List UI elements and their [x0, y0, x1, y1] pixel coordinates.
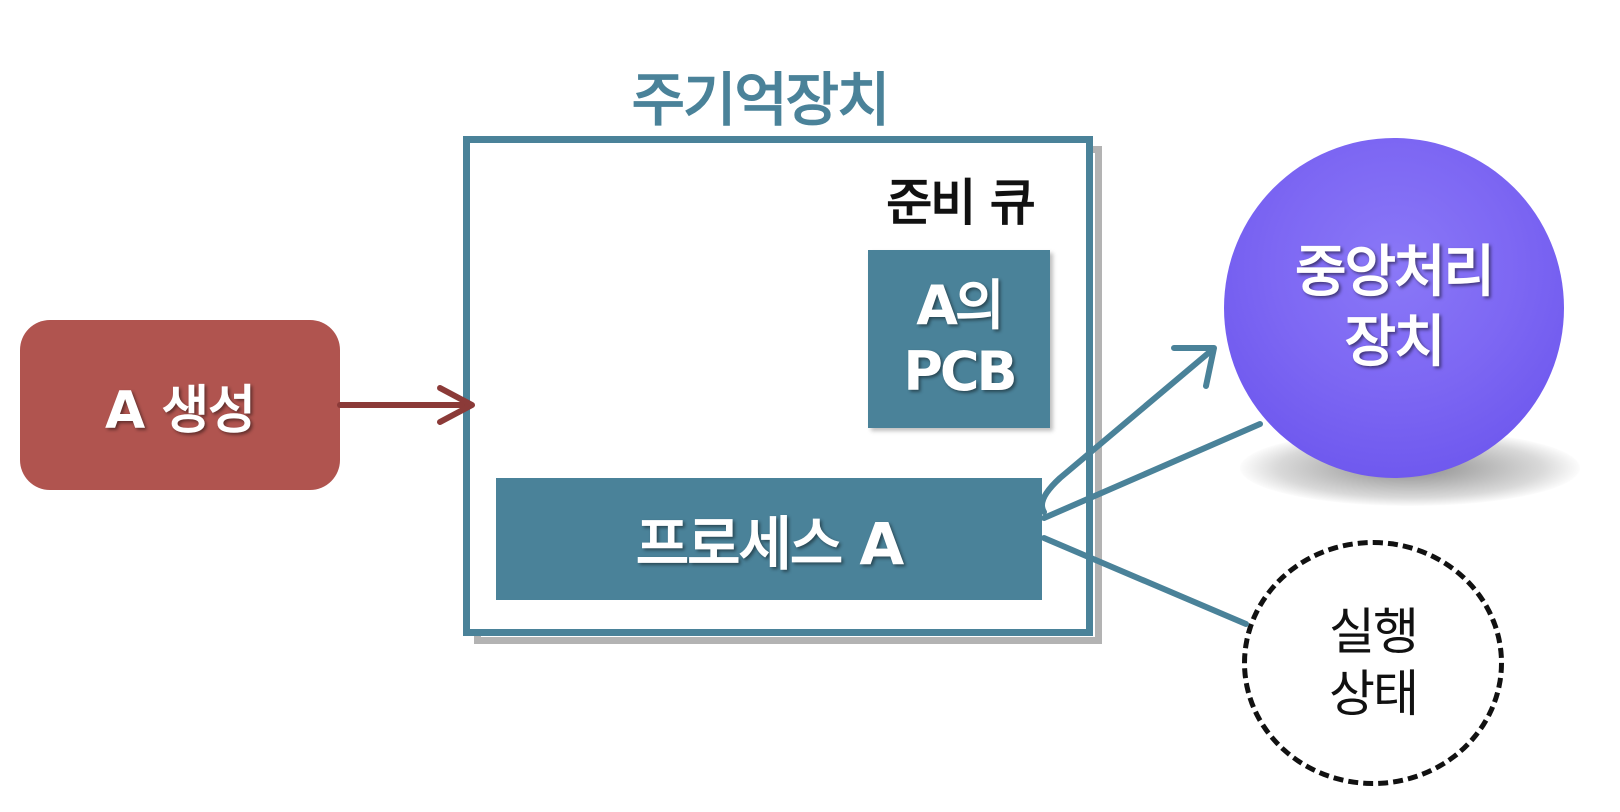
pcb-box: A의 PCB [868, 250, 1050, 428]
process-box: 프로세스 A [496, 478, 1042, 600]
process-to-cpu-arrow [1039, 345, 1217, 515]
cpu-label-line1: 중앙처리 [1294, 240, 1495, 305]
process-label: 프로세스 A [635, 510, 905, 578]
memory-title: 주기억장치 [631, 66, 891, 134]
cpu-circle: 중앙처리 장치 [1224, 138, 1564, 478]
running-state-circle: 실행 상태 [1242, 540, 1504, 786]
running-state-line2: 상태 [1329, 665, 1419, 723]
ready-queue-label: 준비 큐 [886, 174, 1035, 232]
cpu-to-process-line [1041, 421, 1263, 521]
process-to-running-state-line [1041, 535, 1249, 627]
pcb-label-line1: A의 [916, 274, 1005, 337]
create-to-memory-arrow [337, 385, 475, 425]
pcb-label-line2: PCB [903, 340, 1017, 403]
create-label: A 생성 [104, 380, 256, 441]
create-box: A 생성 [20, 320, 340, 490]
cpu-label-line2: 장치 [1344, 310, 1445, 375]
running-state-line1: 실행 [1329, 603, 1419, 661]
